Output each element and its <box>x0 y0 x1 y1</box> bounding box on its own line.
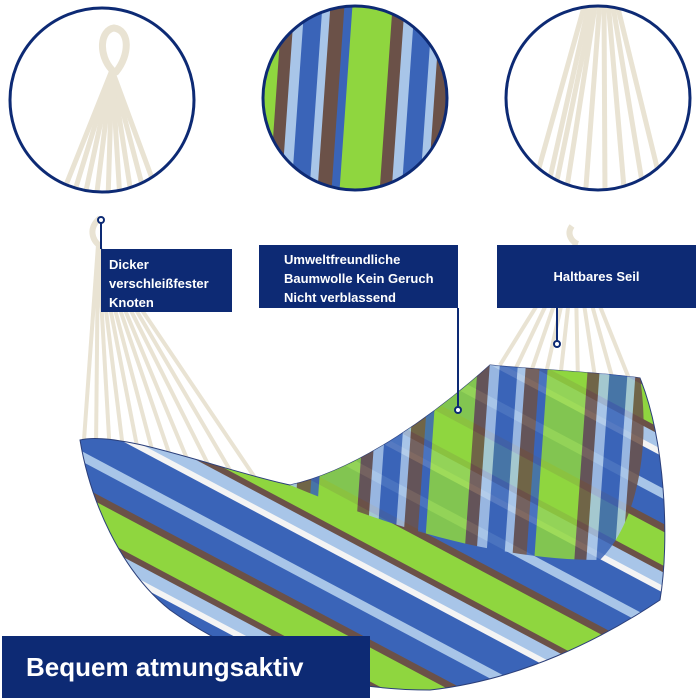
rope-label: Haltbares Seil <box>497 245 696 308</box>
rope-label-text: Haltbares Seil <box>553 269 640 284</box>
rope-detail-circle <box>504 4 692 192</box>
knot-detail-circle <box>8 6 196 194</box>
knot-label-line-3: Knoten <box>109 295 154 310</box>
cotton-label-line-3: Nicht verblassend <box>284 290 396 305</box>
callout-dot-knot <box>97 216 105 224</box>
hammock-fabric <box>79 364 666 691</box>
callout-dot-cotton <box>454 406 462 414</box>
knot-label: Dicker verschleißfester Knoten <box>101 249 232 312</box>
cotton-label-line-1: Umweltfreundliche <box>284 252 401 267</box>
knot-label-line-1: Dicker <box>109 257 149 272</box>
callout-dot-rope <box>553 340 561 348</box>
callout-lines <box>100 222 558 408</box>
fabric-detail-circle <box>261 4 449 192</box>
comfort-banner: Bequem atmungsaktiv <box>2 636 370 698</box>
knot-label-line-2: verschleißfester <box>109 276 209 291</box>
cotton-label-line-2: Baumwolle Kein Geruch <box>284 271 434 286</box>
cotton-label: Umweltfreundliche Baumwolle Kein Geruch … <box>259 245 458 308</box>
